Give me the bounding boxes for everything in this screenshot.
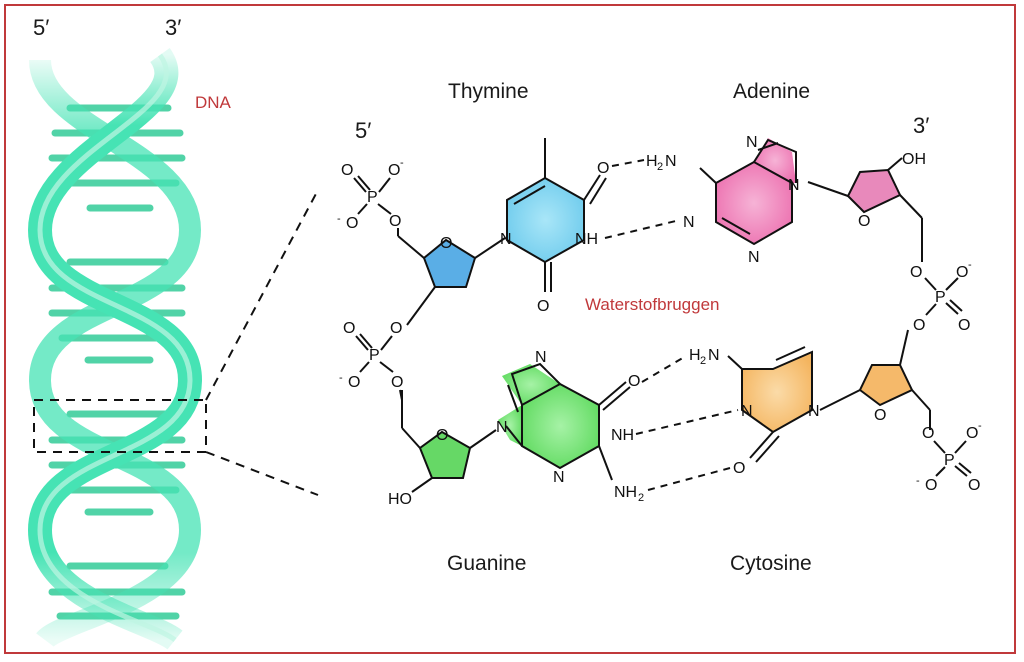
svg-text:N: N [496, 419, 508, 436]
svg-text:N: N [553, 469, 565, 486]
structure-three-prime-label: 3′ [913, 113, 929, 138]
figure-frame [4, 4, 1016, 654]
sugar-bottom-right: O [819, 329, 931, 430]
svg-text:H: H [646, 153, 658, 170]
svg-text:H: H [689, 347, 701, 364]
svg-text:N: N [535, 349, 547, 366]
guanine-label: Guanine [447, 552, 526, 575]
hydrogen-bonds [604, 159, 739, 491]
svg-text:O: O [390, 320, 402, 337]
svg-text:O: O [391, 374, 403, 391]
svg-text:N: N [665, 153, 677, 170]
svg-text:OH: OH [902, 151, 926, 168]
helix-three-prime-label: 3′ [165, 15, 181, 40]
adenine-label: Adenine [733, 80, 810, 103]
svg-text:O: O [925, 477, 937, 494]
svg-text:N: N [708, 347, 720, 364]
svg-text:N: N [683, 214, 695, 231]
helix-five-prime-label: 5′ [33, 15, 49, 40]
svg-text:-: - [968, 259, 972, 271]
zoom-line-bottom [205, 451, 319, 496]
svg-text:P: P [935, 289, 946, 306]
svg-text:O: O [597, 160, 609, 177]
svg-text:O: O [436, 427, 448, 444]
svg-text:O: O [913, 317, 925, 334]
phosphate-top-left: P O O- O- O [337, 157, 404, 236]
cytosine-molecule: N N O H 2 N [689, 346, 820, 477]
thymine-ring [507, 178, 584, 262]
phosphate-mid-right: P O O- O O [910, 259, 972, 334]
thymine-label: Thymine [448, 80, 529, 103]
svg-text:HO: HO [388, 491, 412, 508]
svg-text:O: O [628, 373, 640, 390]
helix-dna-label: DNA [195, 93, 232, 112]
svg-text:O: O [348, 374, 360, 391]
svg-text:O: O [343, 320, 355, 337]
svg-text:O: O [733, 460, 745, 477]
phosphate-mid-left: P O O O- O [339, 320, 403, 401]
svg-text:P: P [944, 452, 955, 469]
svg-text:-: - [337, 213, 341, 225]
sugar-top-right: O OH [807, 151, 926, 262]
svg-text:N: N [741, 403, 753, 420]
svg-text:-: - [978, 420, 982, 432]
svg-text:N: N [748, 249, 760, 266]
thymine-molecule: O O NH N [500, 138, 609, 315]
guanine-six-ring [522, 384, 599, 468]
svg-text:P: P [367, 189, 378, 206]
phosphate-bottom-right: P O O- O- O [916, 420, 982, 494]
svg-text:O: O [388, 162, 400, 179]
svg-text:NH: NH [614, 484, 637, 501]
svg-text:O: O [958, 317, 970, 334]
svg-text:NH: NH [611, 427, 634, 444]
svg-text:N: N [746, 134, 758, 151]
svg-text:O: O [858, 213, 870, 230]
double-helix [27, 47, 203, 650]
zoom-line-top [205, 189, 319, 401]
svg-text:O: O [874, 407, 886, 424]
sugar-top-left: O [397, 235, 506, 326]
helix-strand-back [28, 58, 202, 649]
structure-five-prime-label: 5′ [355, 118, 371, 143]
adenine-molecule: N N N N H 2 N [646, 134, 800, 266]
svg-text:O: O [956, 264, 968, 281]
svg-text:NH: NH [575, 231, 598, 248]
svg-text:O: O [346, 215, 358, 232]
hydrogen-bonds-label: Waterstofbruggen [585, 295, 720, 314]
svg-text:2: 2 [638, 492, 644, 504]
svg-text:O: O [968, 477, 980, 494]
svg-text:-: - [400, 157, 404, 169]
svg-text:-: - [916, 475, 920, 487]
svg-text:N: N [788, 177, 800, 194]
svg-text:N: N [808, 403, 820, 420]
cytosine-label: Cytosine [730, 552, 812, 575]
svg-text:O: O [341, 162, 353, 179]
cytosine-ring [742, 352, 812, 432]
adenine-six-ring [716, 162, 792, 244]
sugar-bottom-left: O HO [388, 390, 497, 508]
zoom-box [33, 399, 207, 453]
guanine-molecule: N N N O NH NH 2 [496, 349, 644, 504]
svg-text:O: O [440, 235, 452, 252]
svg-text:P: P [369, 347, 380, 364]
svg-text:-: - [339, 372, 343, 384]
svg-text:O: O [922, 425, 934, 442]
svg-text:2: 2 [657, 161, 663, 173]
svg-text:N: N [500, 231, 512, 248]
svg-text:2: 2 [700, 355, 706, 367]
svg-text:O: O [966, 425, 978, 442]
svg-text:O: O [910, 264, 922, 281]
svg-text:O: O [537, 298, 549, 315]
svg-text:O: O [389, 213, 401, 230]
